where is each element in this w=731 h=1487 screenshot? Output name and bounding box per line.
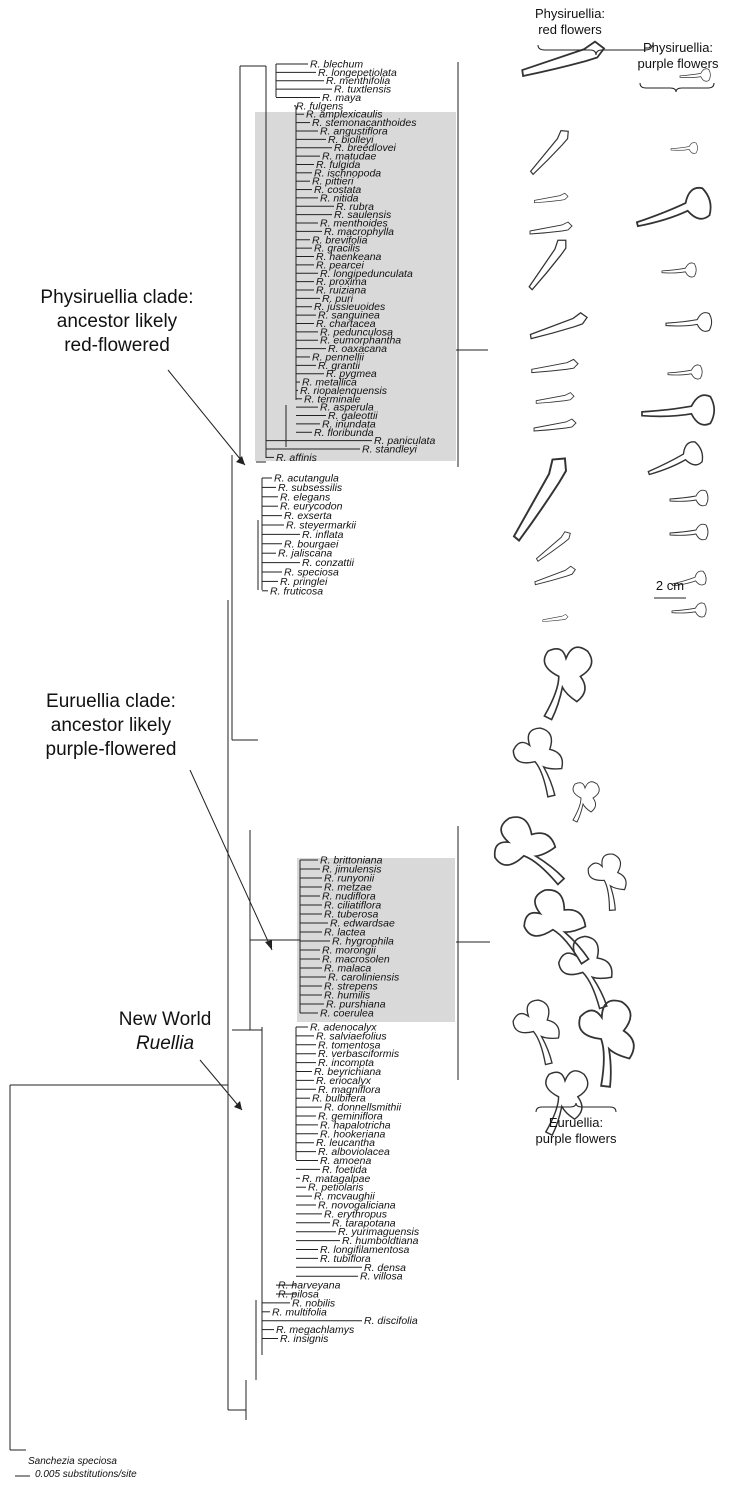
lobed-purple-flower-icon — [573, 782, 599, 822]
euru-brace — [536, 1103, 616, 1112]
tubular-red-flower-icon — [499, 453, 579, 541]
lobed-purple-flower-icon — [490, 813, 579, 886]
euru-note-line1: Euruellia clade: — [6, 690, 216, 714]
physiruellia-clade-note: Physiruellia clade: ancestor likely red-… — [22, 286, 212, 357]
physi-purple-header: Physiruellia: purple flowers — [628, 40, 728, 73]
tubular-red-flower-icon — [528, 312, 589, 339]
tubular-red-flower-icon — [523, 127, 575, 174]
newworld-note-line2: Ruellia — [100, 1032, 230, 1056]
physi-arrow — [168, 370, 245, 465]
lobed-purple-flower-icon — [509, 723, 583, 799]
taxon-label: R. discifolia — [364, 1315, 418, 1327]
physi-red-header-line1: Physiruellia: — [520, 6, 620, 22]
taxon-label: R. coerulea — [320, 1008, 374, 1020]
tubular-red-flower-icon — [534, 193, 568, 203]
euru-arrowhead — [265, 940, 272, 950]
taxon-label: R. multifolia — [272, 1306, 327, 1318]
euru-arrow — [190, 770, 272, 950]
euru-note-line3: purple-flowered — [6, 738, 216, 762]
tubular-red-flower-icon — [543, 614, 568, 621]
physi-purple-header-line2: purple flowers — [628, 56, 728, 72]
taxon-label: R. fruticosa — [270, 585, 323, 597]
funnel-purple-flower-icon — [632, 186, 714, 236]
physi-note-line1: Physiruellia clade: — [22, 286, 212, 310]
euruellia-clade-note: Euruellia clade: ancestor likely purple-… — [6, 690, 216, 761]
funnel-purple-flower-icon — [668, 365, 702, 379]
physi-purple-header-line1: Physiruellia: — [628, 40, 728, 56]
euru-purple-footer: Euruellia: purple flowers — [526, 1115, 626, 1148]
tubular-red-flower-icon — [520, 41, 607, 76]
tubular-red-flower-icon — [532, 530, 574, 561]
lobed-purple-flower-icon — [575, 996, 652, 1090]
euru-purple-footer-line1: Euruellia: — [526, 1115, 626, 1131]
funnel-purple-flower-icon — [666, 313, 712, 332]
physi-red-header: Physiruellia: red flowers — [520, 6, 620, 39]
lobed-purple-flower-icon — [554, 931, 634, 1011]
funnel-purple-flower-icon — [671, 143, 698, 154]
lobed-purple-flower-icon — [544, 647, 591, 719]
tubular-red-flower-icon — [534, 419, 576, 431]
lobed-purple-flower-icon — [509, 995, 578, 1067]
taxon-label: R. standleyi — [362, 444, 418, 456]
funnel-purple-flower-icon — [670, 490, 708, 506]
newworld-note-line1: New World — [100, 1008, 230, 1032]
funnel-purple-flower-icon — [670, 524, 708, 540]
euru-purple-footer-line2: purple flowers — [526, 1131, 626, 1147]
taxon-label: R. insignis — [280, 1333, 329, 1345]
funnel-purple-flower-icon — [644, 440, 706, 482]
funnel-purple-flower-icon — [642, 395, 714, 425]
tubular-red-flower-icon — [530, 222, 572, 234]
lobed-purple-flower-icon — [519, 884, 610, 965]
tubular-red-flower-icon — [532, 359, 578, 372]
taxon-label: R. affinis — [276, 452, 318, 464]
physi-note-line3: red-flowered — [22, 334, 212, 358]
branch-scale-label: 0.005 substitutions/site — [35, 1469, 137, 1480]
lobed-purple-flower-icon — [585, 850, 641, 912]
scale-bar-label: 2 cm — [640, 578, 700, 594]
physi-red-header-line2: red flowers — [520, 22, 620, 38]
tubular-red-flower-icon — [533, 566, 576, 585]
new-world-note: New World Ruellia — [100, 1008, 230, 1056]
physi-note-line2: ancestor likely — [22, 310, 212, 334]
funnel-purple-flower-icon — [672, 603, 706, 617]
tubular-red-flower-icon — [536, 393, 574, 404]
tubular-red-flower-icon — [520, 236, 573, 289]
taxon-label: R. villosa — [360, 1271, 403, 1283]
outgroup-label: Sanchezia speciosa — [28, 1456, 117, 1467]
taxon-label: R. floribunda — [314, 427, 374, 439]
funnel-purple-flower-icon — [662, 263, 696, 277]
euru-note-line2: ancestor likely — [6, 714, 216, 738]
physi-purple-brace — [640, 83, 714, 92]
